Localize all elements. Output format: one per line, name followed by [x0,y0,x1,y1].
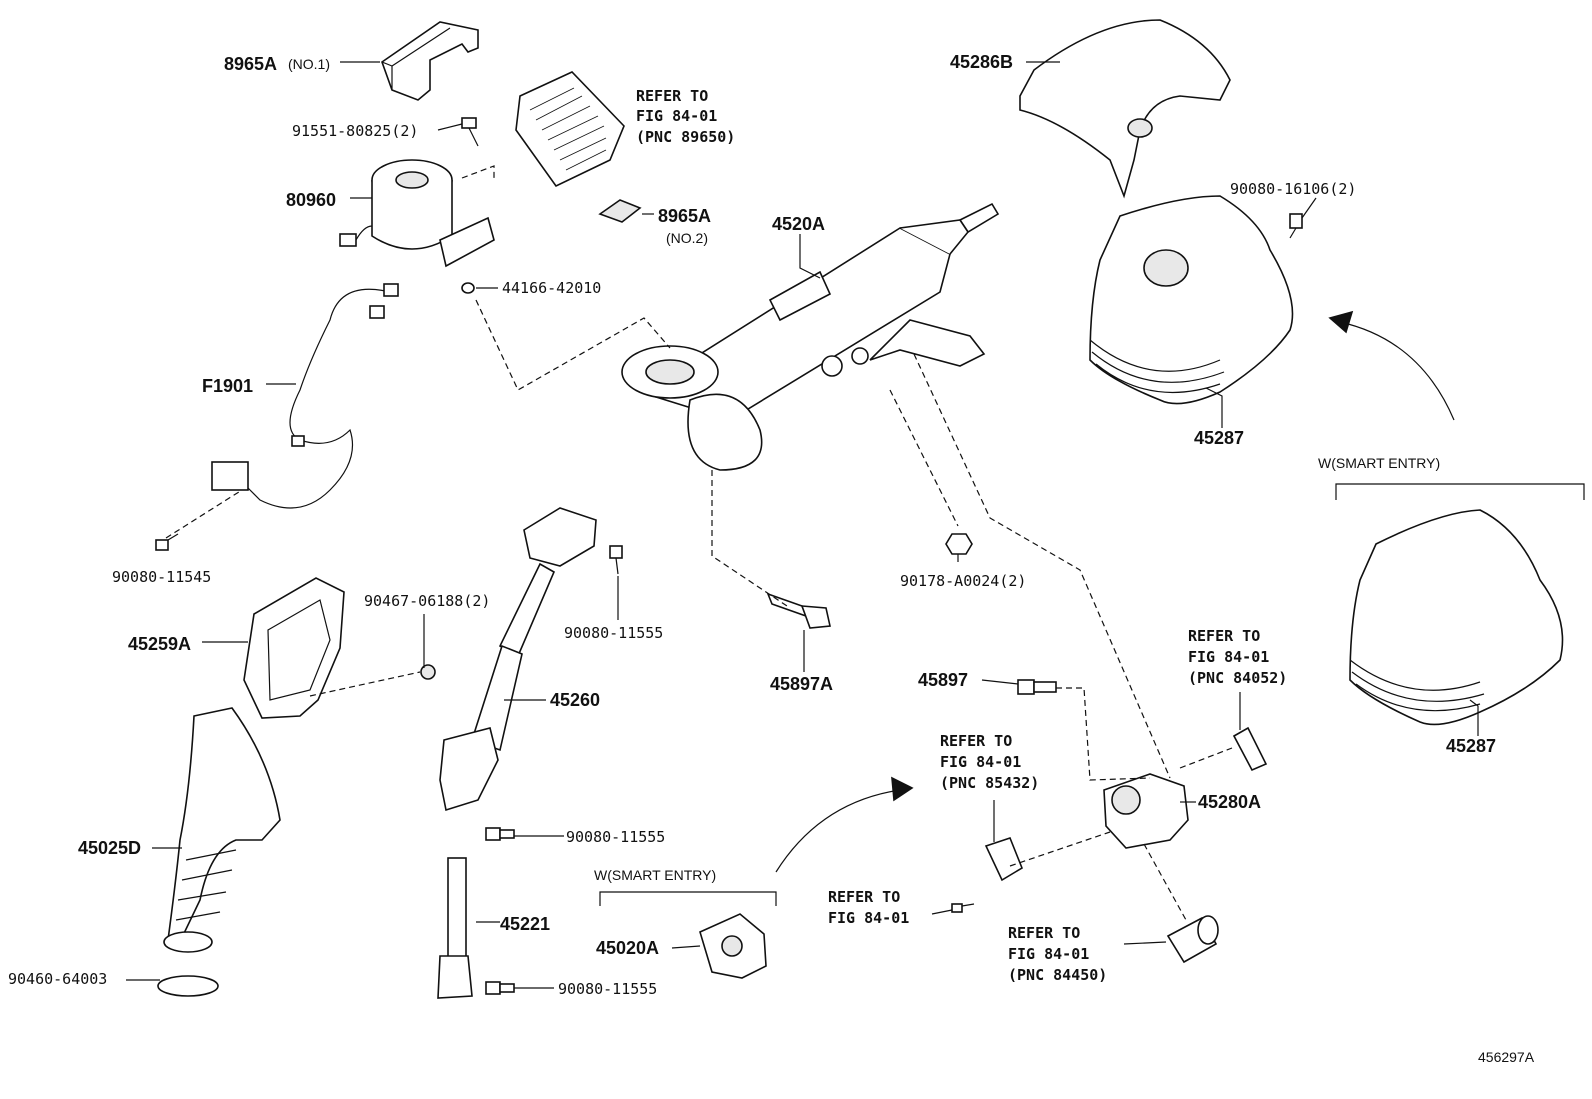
ref-84450-line3: (PNC 84450) [1008,966,1107,984]
label-45260: 45260 [550,690,600,710]
label-f1901: F1901 [202,376,253,396]
ref-85432-line1: REFER TO [940,732,1012,750]
label-80960: 80960 [286,190,336,210]
label-45280a: 45280A [1198,792,1261,812]
bolt-90080-11555-a-drawing [609,545,623,575]
part-8965a-no1-drawing [381,21,479,101]
screw-fig-84-01-drawing [951,903,975,913]
sensor-84052-drawing [1232,726,1268,772]
smart-entry-bracket-right [1335,483,1585,500]
label-45286b: 45286B [950,52,1013,72]
harness-f1901-drawing [211,283,399,509]
ref-84052-line2: FIG 84-01 [1188,648,1269,666]
bolt-90080-11545-drawing [155,533,179,551]
ref-85432-line2: FIG 84-01 [940,753,1021,771]
shaft-45221-drawing [437,857,473,999]
label-44166-42010: 44166-42010 [502,279,601,297]
cover-45287-a-drawing [1089,195,1294,405]
label-91551-80825: 91551-80825(2) [292,122,418,140]
shaft-45260-drawing [439,507,597,812]
label-90460-64003: 90460-64003 [8,970,107,988]
diagram-id: 456297A [1478,1049,1535,1065]
cylinder-84450-drawing [1166,915,1219,964]
label-45287-b: 45287 [1446,736,1496,756]
clip-90467-drawing [420,664,436,680]
label-45221: 45221 [500,914,550,934]
label-8965a-no2-note: (NO.2) [666,230,708,246]
ref-84450-line2: FIG 84-01 [1008,945,1089,963]
switch-85432-drawing [984,837,1023,882]
label-8965a-no2: 8965A [658,206,711,226]
ref-84052-line1: REFER TO [1188,627,1260,645]
ref-85432-line3: (PNC 85432) [940,774,1039,792]
ref-89650-line3: (PNC 89650) [636,128,735,146]
label-smart-entry-bottom: W(SMART ENTRY) [594,867,716,883]
ref-fig-line2: FIG 84-01 [828,909,909,927]
column-4520a-drawing [621,202,1000,471]
bolt-45897-drawing [1017,679,1057,695]
part-8965a-no2-drawing [598,199,642,223]
ecu-module-drawing [515,71,625,188]
ref-89650-line2: FIG 84-01 [636,107,717,125]
label-45259a: 45259A [128,634,191,654]
motor-80960-drawing [339,159,495,268]
label-90467-06188: 90467-06188(2) [364,592,490,610]
label-45897: 45897 [918,670,968,690]
label-90080-11555-a: 90080-11555 [564,624,663,642]
lock-45280a-drawing [1103,773,1189,849]
leader-lines [126,61,1479,989]
label-8965a-no1: 8965A [224,54,277,74]
boot-45025d-drawing [163,707,281,953]
label-90080-11555-c: 90080-11555 [558,980,657,998]
cover-45259a-drawing [243,577,345,719]
cover-45286b-drawing [1019,19,1231,199]
smart-entry-bracket-bottom [599,891,777,906]
ref-fig-line1: REFER TO [828,888,900,906]
label-90080-11555-b: 90080-11555 [566,828,665,846]
assembly-arrow-right [1328,310,1455,421]
label-90080-11545: 90080-11545 [112,568,211,586]
label-smart-entry-right: W(SMART ENTRY) [1318,455,1440,471]
label-4520a: 4520A [772,214,825,234]
assembly-dashed-lines [165,165,1233,921]
bolt-90080-16106-drawing [1289,213,1303,239]
ref-84450-line1: REFER TO [1008,924,1080,942]
label-8965a-no1-note: (NO.1) [288,56,330,72]
label-45020a: 45020A [596,938,659,958]
ref-89650-line1: REFER TO [636,87,708,105]
oring-44166-drawing [461,282,475,294]
clamp-90460-drawing [157,975,219,997]
label-90178-a0024: 90178-A0024(2) [900,572,1026,590]
cover-45287-b-drawing [1349,509,1564,726]
label-45025d: 45025D [78,838,141,858]
nut-90178-drawing [945,533,973,555]
bolt-90080-11555-c-drawing [485,981,515,995]
bolt-91551-drawing [461,117,479,147]
label-45287-a: 45287 [1194,428,1244,448]
part-45020a-drawing [699,913,767,979]
bolt-90080-11555-b-drawing [485,827,515,841]
label-90080-16106: 90080-16106(2) [1230,180,1356,198]
assembly-arrow-bottom [775,776,914,873]
ref-84052-line3: (PNC 84052) [1188,669,1287,687]
label-45897a: 45897A [770,674,833,694]
